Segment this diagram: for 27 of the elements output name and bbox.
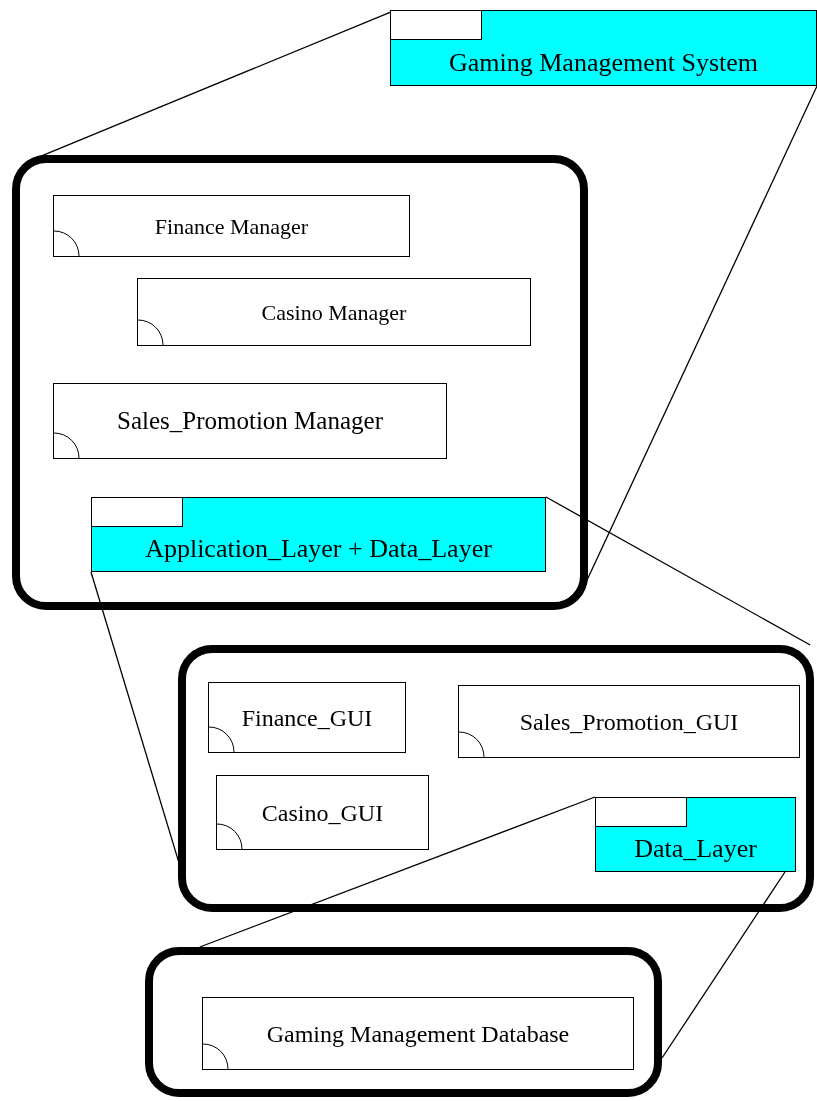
component-box	[202, 997, 634, 1070]
component-label: Casino_GUI	[261, 798, 384, 828]
package-box	[595, 797, 796, 872]
component-box	[208, 682, 406, 753]
component-box	[53, 383, 447, 459]
package-box	[390, 10, 817, 86]
subsystem-frame	[145, 947, 662, 1097]
zoom-line	[199, 796, 596, 948]
component-label: Gaming Management Database	[266, 1019, 570, 1049]
component-label: Sales_Promotion_GUI	[519, 707, 739, 737]
component-label: Sales_Promotion Manager	[117, 406, 383, 437]
package-label: Gaming Management System	[448, 47, 759, 79]
subsystem-frame	[178, 645, 814, 912]
package-box	[91, 497, 546, 572]
zoom-line	[661, 871, 786, 1059]
component-label: Finance Manager	[154, 212, 309, 241]
package-label: Application_Layer + Data_Layer	[145, 533, 492, 565]
package-label: Data_Layer	[634, 833, 757, 865]
component-box	[137, 278, 531, 346]
zoom-line	[545, 496, 811, 646]
component-box	[216, 775, 429, 850]
component-label: Finance_GUI	[241, 703, 373, 733]
component-box	[458, 685, 800, 758]
subsystem-frame	[12, 155, 588, 610]
component-label: Casino Manager	[261, 298, 407, 327]
component-box	[53, 195, 410, 257]
zoom-line	[585, 85, 817, 583]
